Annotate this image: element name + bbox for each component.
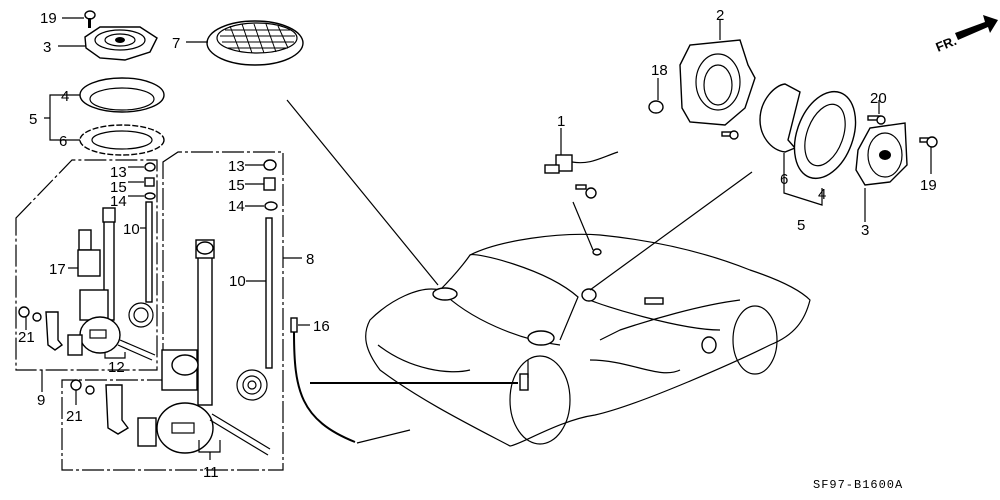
grille-7	[206, 20, 304, 66]
collar-15-left	[144, 177, 155, 187]
washer-14-right	[264, 201, 278, 211]
callout-15: 15	[110, 179, 127, 196]
callout-10: 10	[123, 221, 140, 238]
car-body	[365, 233, 811, 447]
callout-3: 3	[43, 39, 51, 56]
antenna-motor-right	[137, 239, 271, 456]
seal-6-left	[79, 124, 165, 156]
direction-label: FR.	[934, 33, 959, 55]
callout-4: 4	[61, 88, 69, 105]
bolt-19-right	[919, 136, 938, 148]
collar-15-right	[263, 177, 276, 191]
nut-21-right	[70, 379, 95, 395]
nut-13-right	[263, 159, 277, 171]
mast-10-right	[236, 217, 273, 401]
seal-6-right	[759, 83, 801, 153]
callout-19: 19	[920, 177, 937, 194]
ring-4-right	[793, 90, 857, 180]
front-direction-arrow-icon	[955, 15, 998, 40]
callout-15: 15	[228, 177, 245, 194]
speaker-cover-rear	[432, 287, 458, 301]
mast-10-left	[128, 201, 154, 328]
screw-20	[867, 115, 886, 125]
callout-6: 6	[59, 133, 67, 150]
callout-13: 13	[228, 158, 245, 175]
speaker-cover-deck	[527, 330, 555, 346]
feeder-cable-16	[290, 317, 411, 444]
ring-4-left	[79, 77, 165, 113]
relay-location	[592, 248, 602, 256]
fuel-door	[701, 336, 717, 354]
callout-10: 10	[229, 273, 246, 290]
antenna-switch-1	[544, 151, 619, 174]
callout-5: 5	[29, 111, 37, 128]
callout-21: 21	[18, 329, 35, 346]
antenna-location	[519, 360, 529, 391]
washer-14-left	[144, 192, 156, 200]
callout-11: 11	[203, 464, 219, 481]
callout-4: 4	[818, 186, 826, 203]
screw-housing	[721, 130, 739, 140]
speaker-3-left	[84, 26, 158, 61]
callout-17: 17	[49, 261, 66, 278]
callout-20: 20	[870, 90, 887, 107]
callout-3: 3	[861, 222, 869, 239]
callout-2: 2	[716, 7, 724, 24]
bracket-right	[105, 384, 130, 435]
callout-18: 18	[651, 62, 668, 79]
callout-1: 1	[557, 113, 565, 130]
relay-17	[77, 229, 101, 277]
callout-16: 16	[313, 318, 330, 335]
callout-5: 5	[797, 217, 805, 234]
callout-6: 6	[780, 171, 788, 188]
callout-12: 12	[108, 359, 125, 376]
speaker-3-right	[855, 122, 908, 186]
clip-18	[648, 100, 664, 114]
screw-center	[575, 184, 597, 199]
diagram-code: SF97-B1600A	[813, 478, 903, 492]
callout-7: 7	[172, 35, 180, 52]
antenna-motor-left	[67, 207, 156, 361]
callout-9: 9	[37, 392, 45, 409]
nut-21-left	[18, 306, 42, 322]
nut-13-left	[144, 162, 156, 172]
side-marker	[644, 297, 664, 305]
speaker-housing-2	[679, 39, 756, 126]
callout-13: 13	[110, 164, 127, 181]
bracket-left	[45, 311, 64, 351]
callout-19: 19	[40, 10, 57, 27]
callout-8: 8	[306, 251, 314, 268]
callout-14: 14	[110, 193, 127, 210]
callout-14: 14	[228, 198, 245, 215]
door-speaker-location	[581, 288, 597, 302]
bolt-19-top-left	[84, 10, 96, 28]
callout-21: 21	[66, 408, 83, 425]
